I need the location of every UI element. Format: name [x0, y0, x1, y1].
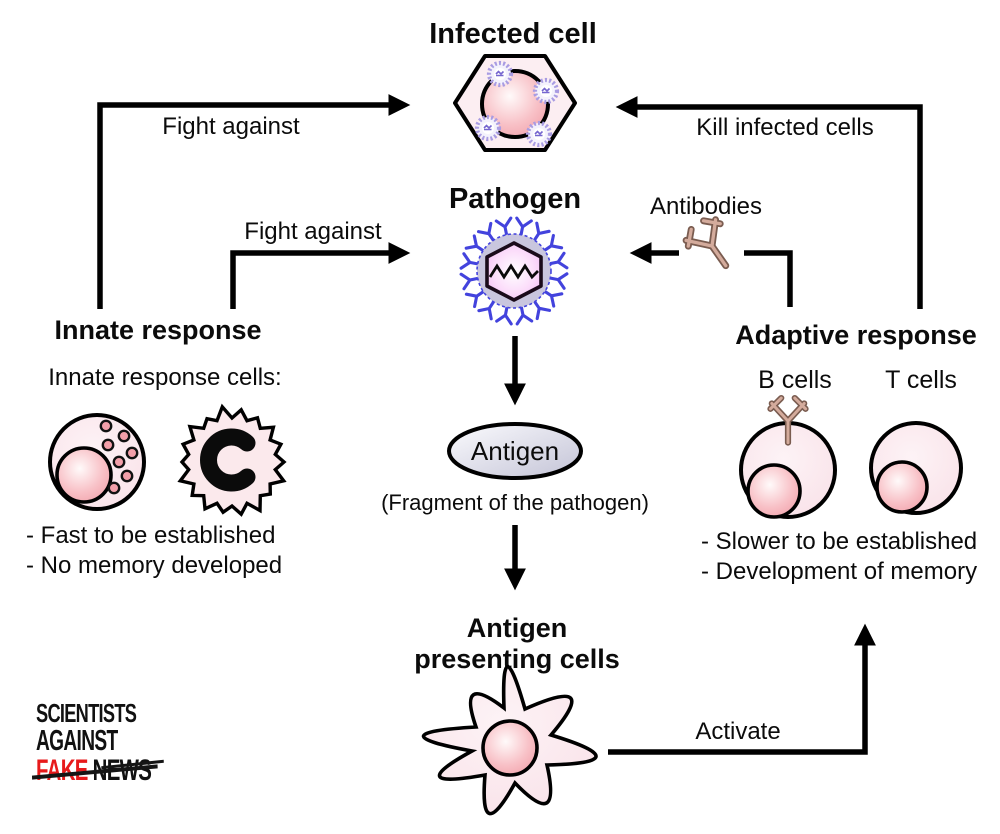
activate-label: Activate	[695, 718, 780, 745]
logo-line-against: AGAINST	[36, 725, 118, 758]
innate-response-heading: Innate response	[54, 315, 261, 345]
arrow-apc-activates-adaptive	[608, 623, 876, 755]
infected-cell-label: Infected cell	[429, 18, 597, 50]
innate-response-subheading: Innate response cells:	[48, 364, 281, 391]
fight-against-infected-label: Fight against	[162, 113, 300, 140]
arrow-tcells-kill-infected	[615, 96, 923, 309]
apc-node: Antigen presenting cells	[414, 613, 620, 816]
antigen-node: Antigen (Fragment of the pathogen)	[381, 422, 649, 515]
adaptive-response-heading: Adaptive response	[735, 320, 977, 350]
b-cells-label: B cells	[758, 366, 832, 394]
granulocyte-icon	[48, 413, 146, 511]
logo-line-fake-news: FAKE NEWS	[31, 756, 164, 786]
virus-particle-icon	[535, 80, 557, 102]
b-cell-icon	[739, 398, 837, 519]
infected-cell-node: Infected cell	[429, 18, 597, 152]
scientists-against-fake-news-logo: SCIENTISTS AGAINST FAKE NEWS	[31, 698, 216, 786]
kill-infected-cells-label: Kill infected cells	[696, 114, 873, 141]
innate-point-2: - No memory developed	[26, 552, 282, 579]
antibodies-label: Antibodies	[650, 193, 762, 220]
pathogen-label: Pathogen	[449, 183, 581, 215]
adaptive-point-2: - Development of memory	[701, 558, 977, 585]
t-cells-label: T cells	[885, 366, 957, 394]
antibody-icon	[681, 214, 741, 277]
virus-particle-icon	[477, 117, 499, 139]
logo-line-scientists: SCIENTISTS	[36, 698, 137, 728]
virus-particle-icon	[489, 63, 511, 85]
apc-label-line1: Antigen	[467, 613, 568, 643]
pathogen-genome-zigzag	[488, 263, 539, 280]
arrow-innate-to-infected	[97, 94, 411, 309]
adaptive-point-1: - Slower to be established	[701, 528, 977, 555]
pathogen-node: Pathogen	[449, 183, 581, 326]
antibodies-node: Antibodies	[650, 193, 762, 277]
t-cell-icon	[869, 421, 963, 515]
arrow-innate-to-pathogen	[230, 242, 411, 309]
virus-particle-icon	[528, 123, 550, 145]
innate-point-1: - Fast to be established	[26, 522, 275, 549]
infected-cell-nucleus	[480, 69, 550, 139]
apc-label-line2: presenting cells	[414, 644, 620, 674]
innate-response-section: Innate response Innate response cells: -…	[26, 315, 287, 579]
arrows	[97, 94, 923, 755]
antigen-label: Antigen	[471, 436, 559, 466]
phagocyte-icon	[177, 403, 287, 517]
dendritic-cell-nucleus	[481, 719, 539, 777]
adaptive-response-section: Adaptive response B cells T cells - Slow…	[701, 320, 977, 585]
pathogen-spikes-icon	[459, 216, 569, 326]
antigen-caption: (Fragment of the pathogen)	[381, 490, 649, 515]
c-shaped-nucleus	[200, 428, 256, 492]
fight-against-pathogen-label: Fight against	[244, 218, 382, 245]
antigen-shape	[447, 422, 583, 480]
arrow-antibody-connector	[744, 250, 793, 307]
